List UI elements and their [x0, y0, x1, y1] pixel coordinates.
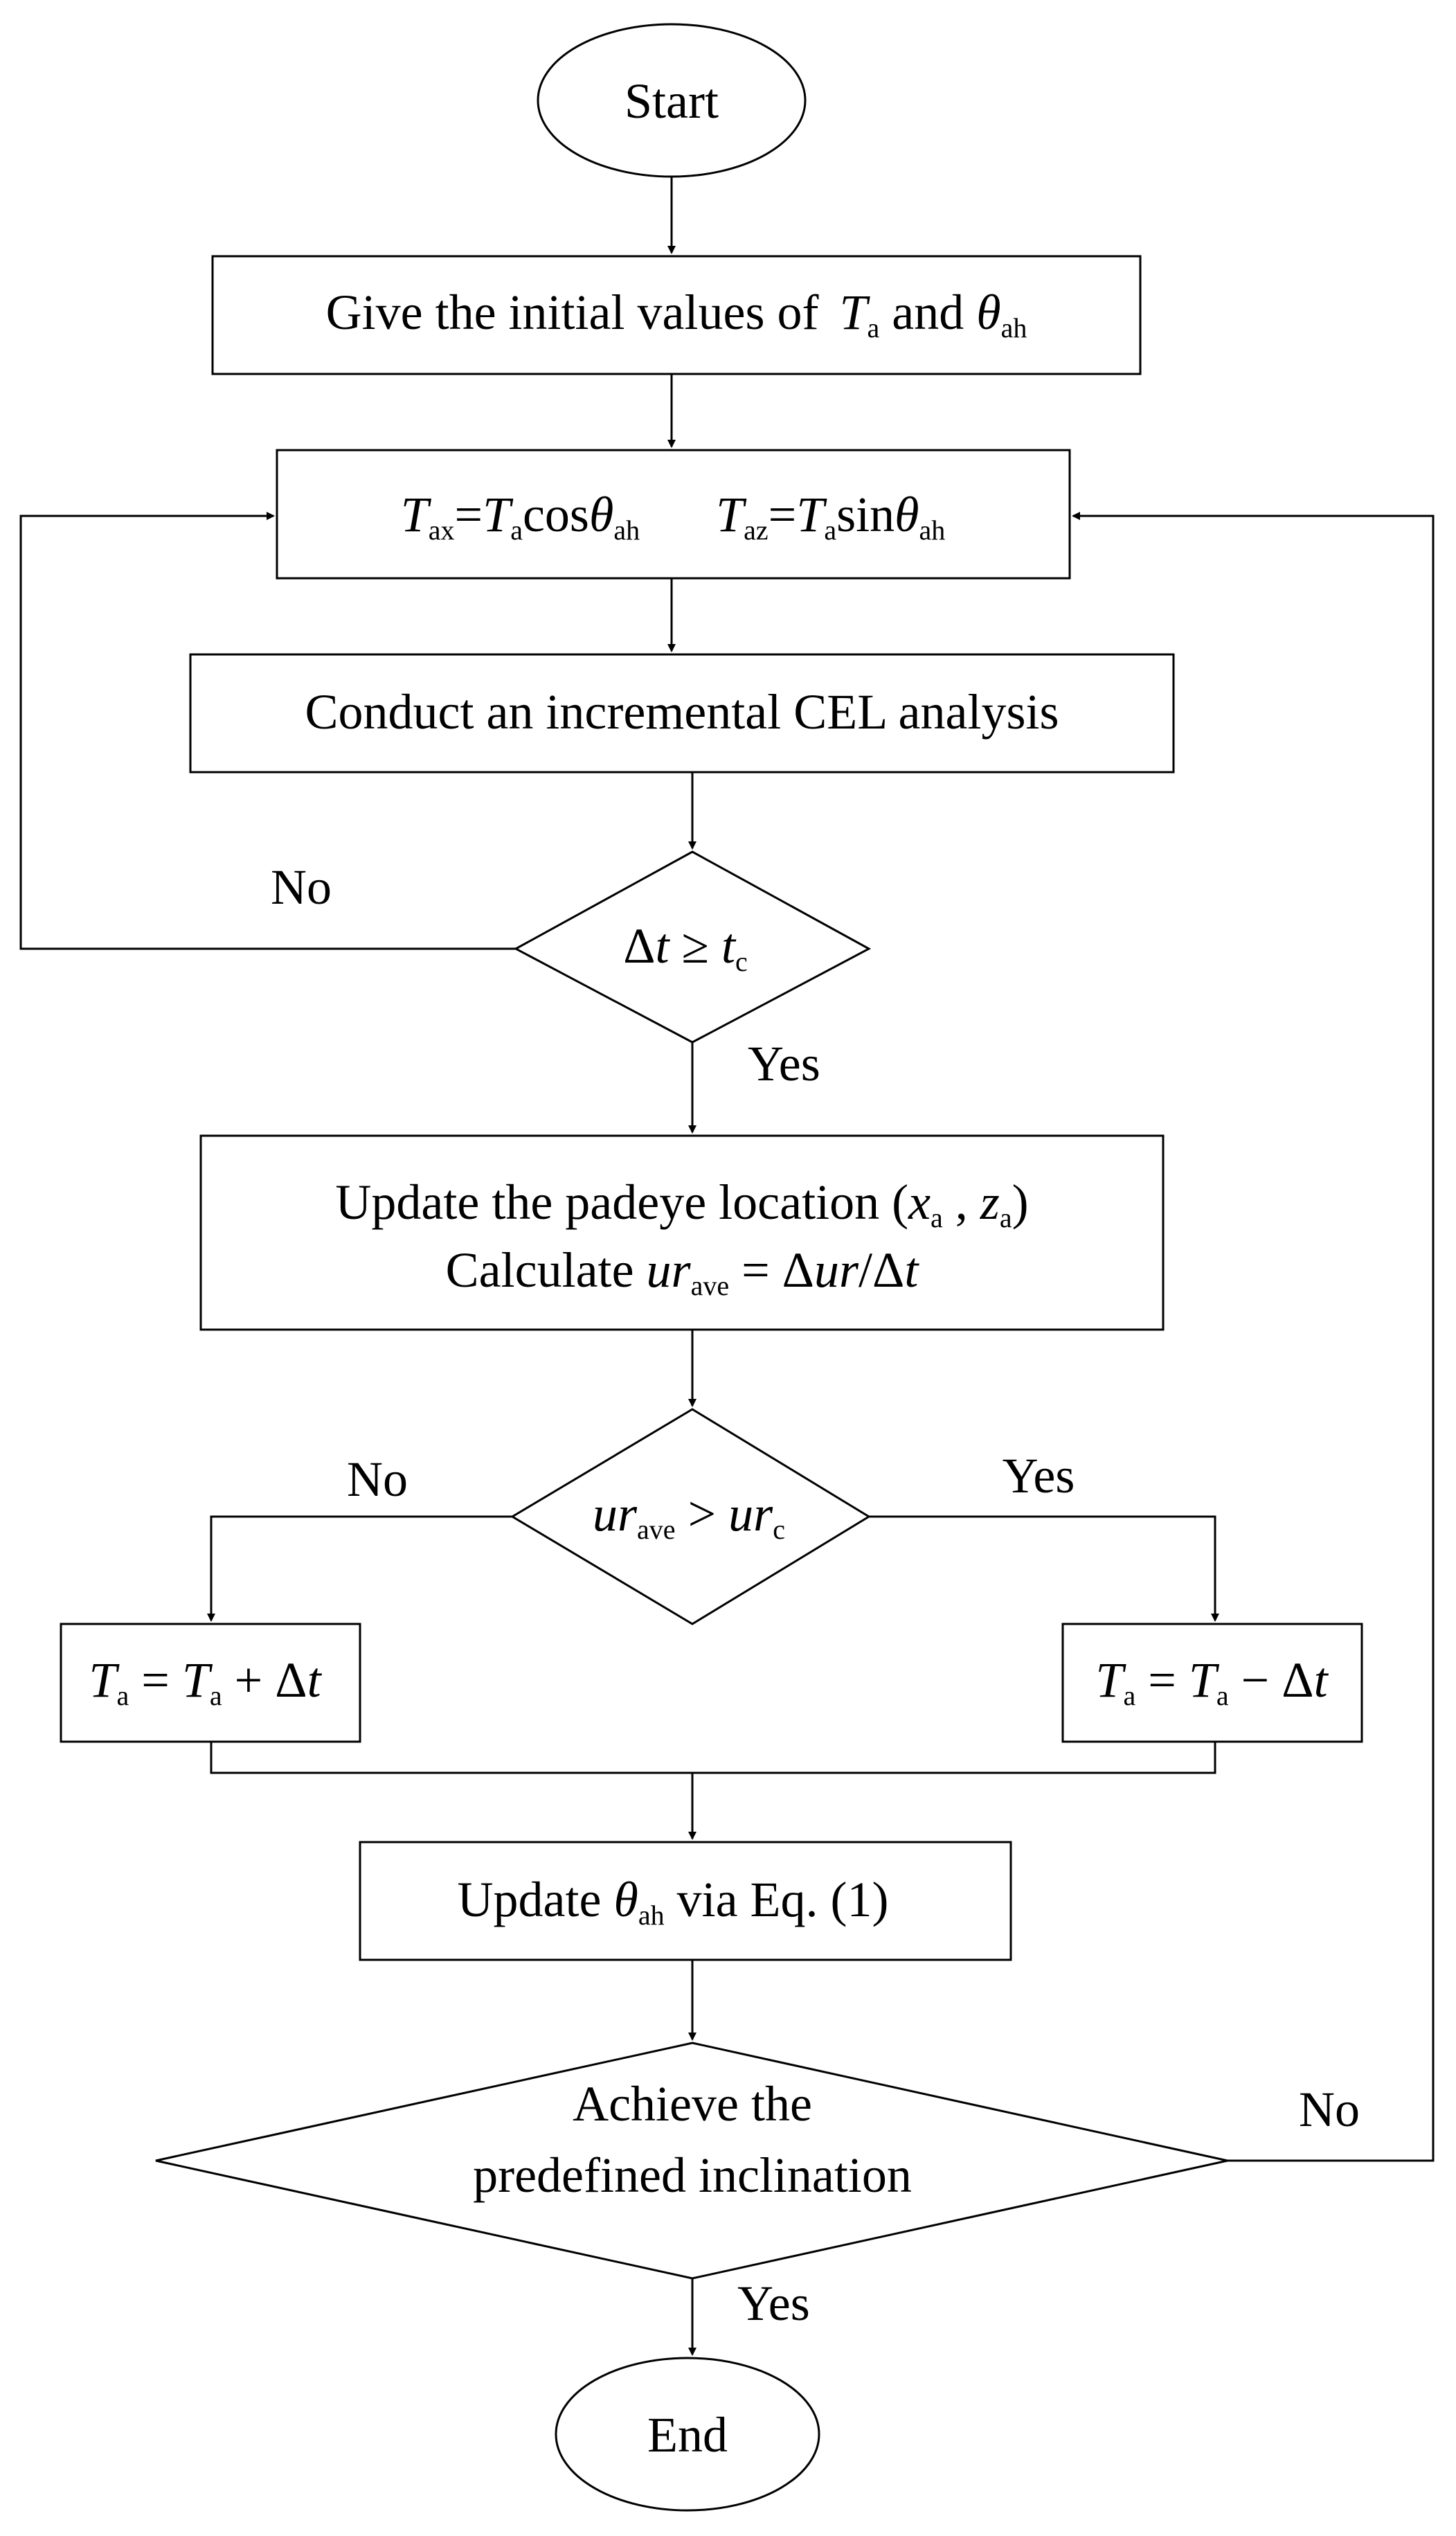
- theta-update-label: Update θah via Eq. (1): [458, 1872, 889, 1931]
- ur-check-diamond: [510, 1408, 871, 1625]
- init-box: [211, 255, 1142, 375]
- ta-minus-box: [1061, 1623, 1363, 1743]
- arrow-incl-no-loop: [1072, 512, 1435, 2162]
- end-node: [555, 2357, 820, 2512]
- cel-label: Conduct an incremental CEL analysis: [305, 684, 1059, 740]
- end-label: End: [647, 2407, 728, 2463]
- update-box: [199, 1134, 1165, 1331]
- ur-no-label: No: [347, 1452, 408, 1507]
- update-line1: Update the padeye location (xa , za): [335, 1175, 1028, 1233]
- dt-check-label: Δt ≥ tc: [623, 918, 748, 977]
- incl-check-line1: Achieve the: [573, 2076, 812, 2132]
- arrow-ur-no: [207, 1515, 512, 1622]
- arrow-ur-yes: [869, 1515, 1219, 1622]
- force-box: [276, 449, 1071, 580]
- arrow-dt-no-loop: [19, 512, 516, 950]
- ur-check-label: urave > urc: [593, 1486, 785, 1545]
- incl-check-line2: predefined inclination: [473, 2147, 912, 2203]
- update-line2: Calculate urave = Δur/Δt: [446, 1242, 920, 1301]
- merge-line: [210, 1742, 1216, 1774]
- dt-no-label: No: [271, 859, 332, 915]
- ta-plus-label: Ta = Ta + Δt: [89, 1652, 322, 1711]
- dt-yes-label: Yes: [748, 1036, 820, 1091]
- cel-box: [189, 653, 1175, 774]
- ur-yes-label: Yes: [1003, 1448, 1075, 1503]
- start-label: Start: [624, 73, 719, 129]
- incl-yes-label: Yes: [737, 2276, 810, 2331]
- theta-update-box: [359, 1841, 1012, 1961]
- ta-minus-label: Ta = Ta − Δt: [1095, 1652, 1329, 1711]
- incl-no-label: No: [1299, 2082, 1360, 2137]
